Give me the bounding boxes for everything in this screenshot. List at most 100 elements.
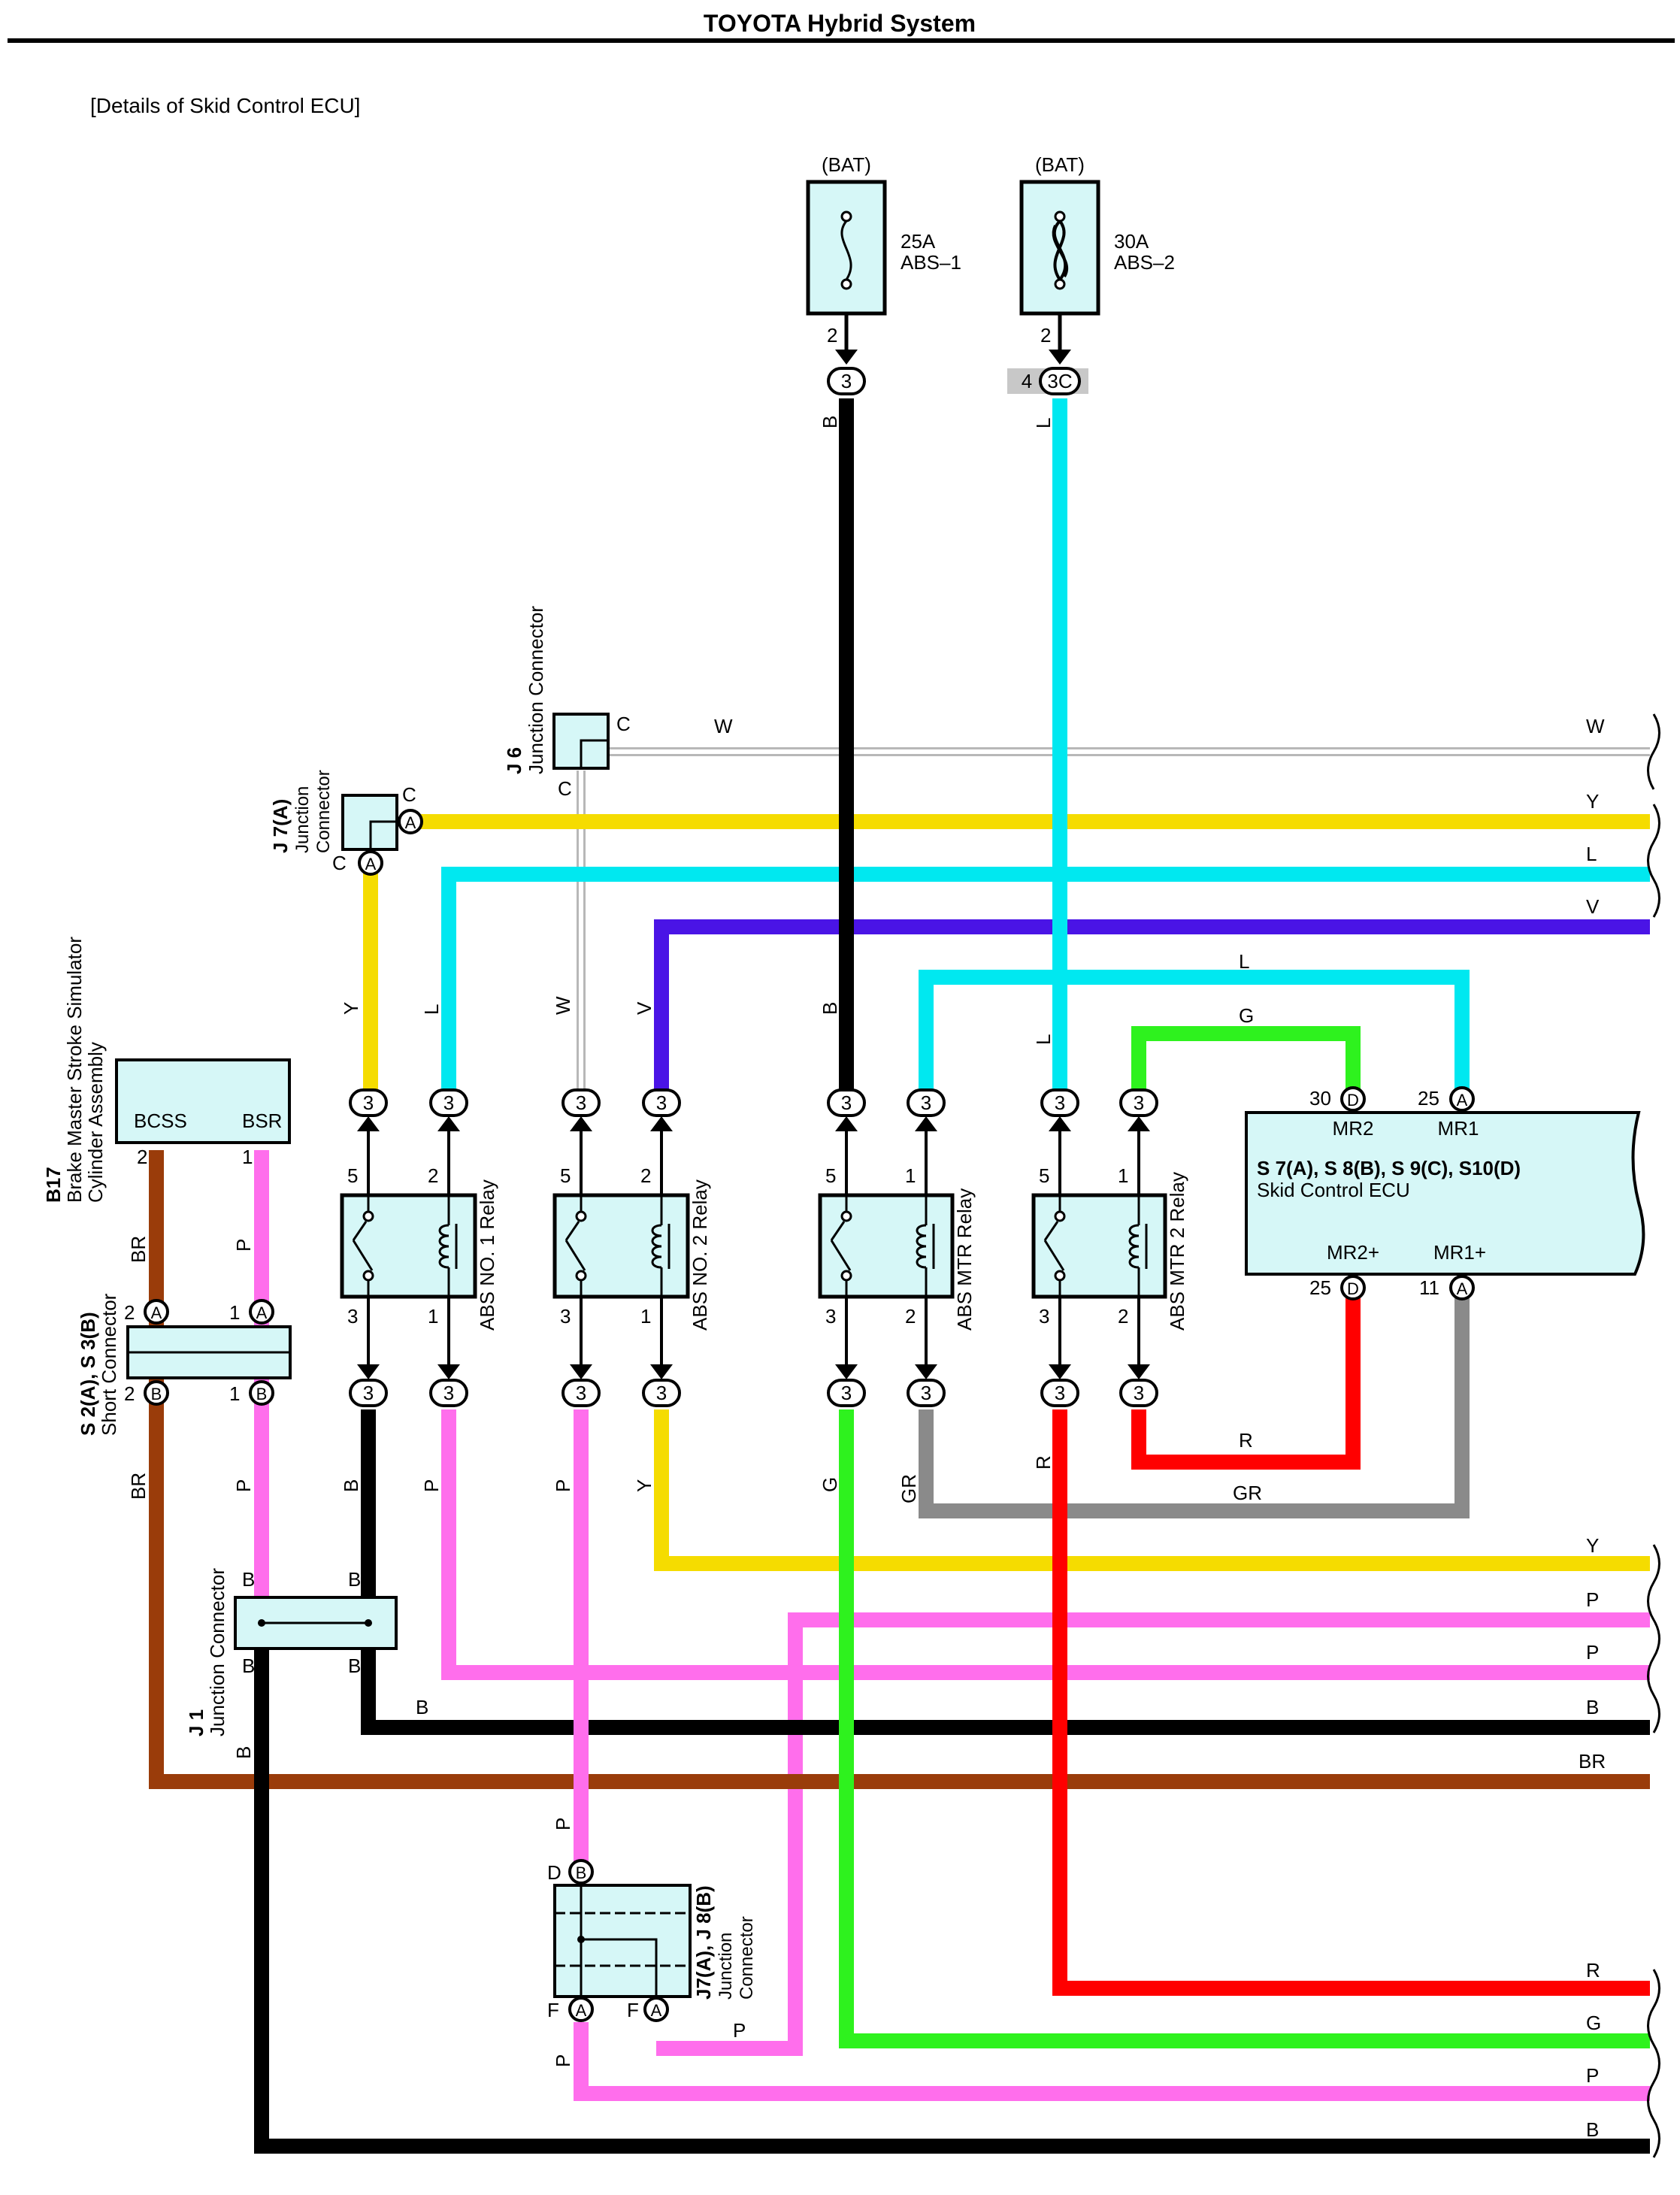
connector-3-bottom: 3 bbox=[642, 1379, 681, 1407]
j7a-name: Junction bbox=[292, 786, 313, 853]
wire-label: B bbox=[819, 1002, 841, 1015]
relay-pin: 3 bbox=[825, 1305, 836, 1328]
svg-text:2: 2 bbox=[124, 1382, 135, 1405]
wire-y-bottom bbox=[654, 1409, 1650, 1571]
connector-3c bbox=[1039, 367, 1081, 395]
wire-v bbox=[654, 919, 1650, 1098]
relay-switch-icon bbox=[830, 1195, 852, 1297]
wire-label: P bbox=[420, 1479, 443, 1492]
svg-text:C: C bbox=[616, 713, 631, 735]
connector-3-bottom: 3 bbox=[429, 1379, 468, 1407]
svg-text:A: A bbox=[151, 1303, 162, 1322]
relay-pin: 1 bbox=[1118, 1164, 1128, 1187]
connector-3-top: 3 bbox=[642, 1088, 681, 1117]
wire-label: P bbox=[1586, 2064, 1599, 2087]
fuse-rating: 25A bbox=[901, 230, 936, 253]
connector-number: 3 bbox=[656, 1382, 667, 1404]
fuse-abs2: (BAT) 30A ABS–2 2 4 3C bbox=[1007, 153, 1175, 395]
wire-label: P bbox=[552, 2054, 574, 2067]
relay-coil-icon bbox=[651, 1195, 670, 1297]
b17-name-1: Brake Master Stroke Simulator bbox=[63, 937, 86, 1203]
svg-text:MR2+: MR2+ bbox=[1327, 1241, 1379, 1264]
arrow-down-icon bbox=[1128, 1364, 1150, 1379]
b17-name-2: Cylinder Assembly bbox=[84, 1042, 107, 1203]
svg-text:C: C bbox=[402, 783, 416, 806]
wire-b-bottom bbox=[254, 1646, 1650, 2154]
svg-text:2: 2 bbox=[124, 1301, 135, 1324]
connector-3-top: 3 bbox=[349, 1088, 388, 1117]
wire-label: B bbox=[232, 1746, 255, 1759]
wire-r-long bbox=[1052, 1409, 1650, 1996]
wire-label: L bbox=[1032, 418, 1055, 428]
wire-label: P bbox=[552, 1479, 574, 1492]
relay-pin: 2 bbox=[905, 1305, 916, 1328]
wire-label: L bbox=[1586, 843, 1597, 865]
connector-3-top: 3 bbox=[827, 1088, 866, 1117]
wire-label: Y bbox=[1586, 790, 1599, 813]
svg-text:D: D bbox=[1347, 1279, 1359, 1298]
svg-text:1: 1 bbox=[242, 1146, 253, 1168]
wire-label: B bbox=[1586, 2118, 1599, 2141]
wire-p-lower bbox=[574, 2022, 1650, 2101]
arrow-down-icon bbox=[570, 1364, 592, 1379]
relay-pin: 2 bbox=[640, 1164, 651, 1187]
wire-l-top bbox=[441, 867, 1650, 1098]
wire-label: R bbox=[1032, 1455, 1055, 1470]
b17-code: B17 bbox=[42, 1167, 65, 1203]
svg-text:BCSS: BCSS bbox=[134, 1110, 187, 1132]
fuse-pin: 2 bbox=[1040, 324, 1051, 347]
fuse-source: (BAT) bbox=[1035, 153, 1085, 176]
wire-label: B bbox=[1586, 1696, 1599, 1718]
connector-number: 3 bbox=[443, 1382, 454, 1404]
short-connector: A 2 A 1 B 2 B 1 S 2(A), S 3(B) Short Con… bbox=[77, 1293, 292, 1436]
wire-p-upper bbox=[656, 1612, 1650, 2056]
wire-label: GR bbox=[1233, 1482, 1262, 1504]
svg-text:F: F bbox=[627, 1999, 639, 2021]
svg-text:A: A bbox=[365, 855, 377, 873]
relay-pin: 5 bbox=[825, 1164, 836, 1187]
wire-label: BR bbox=[127, 1236, 150, 1263]
arrow-down-icon bbox=[437, 1364, 460, 1379]
wire-label: B bbox=[340, 1479, 362, 1492]
connector-number: 3 bbox=[921, 1091, 931, 1114]
fuse-name: ABS–1 bbox=[901, 251, 961, 274]
relay-name: ABS MTR 2 Relay bbox=[1166, 1172, 1188, 1331]
skid-control-ecu: S 7(A), S 8(B), S 9(C), S10(D) Skid Cont… bbox=[1245, 1086, 1645, 1300]
wire-label: Y bbox=[633, 1479, 655, 1492]
arrow-down-icon bbox=[1049, 350, 1071, 365]
wire-g-mr2 bbox=[1131, 1026, 1361, 1098]
fusible-link-icon bbox=[1052, 210, 1068, 290]
relay-pin: 5 bbox=[347, 1164, 358, 1187]
svg-text:30: 30 bbox=[1309, 1087, 1331, 1110]
relay-coil-icon bbox=[438, 1195, 458, 1297]
ecu-name: Skid Control ECU bbox=[1257, 1179, 1410, 1201]
wire-label: GR bbox=[898, 1474, 920, 1503]
fuse-abs1: (BAT) 25A ABS–1 2 3 bbox=[806, 153, 961, 395]
relay-coil-icon bbox=[916, 1195, 935, 1297]
svg-text:B: B bbox=[242, 1568, 255, 1591]
ecu-code: S 7(A), S 8(B), S 9(C), S10(D) bbox=[1257, 1157, 1521, 1179]
wire-p-relay1 bbox=[441, 1409, 1650, 1680]
arrow-down-icon bbox=[835, 1364, 858, 1379]
relay-pin: 3 bbox=[560, 1305, 571, 1328]
j7a-j8b-code: J7(A), J 8(B) bbox=[692, 1885, 715, 2000]
wire-label: P bbox=[232, 1479, 255, 1492]
wire-label: V bbox=[633, 1001, 655, 1015]
svg-text:4: 4 bbox=[1022, 370, 1032, 392]
arrow-up-icon bbox=[650, 1116, 673, 1131]
connector-number: 3 bbox=[363, 1382, 374, 1404]
wire-label: Y bbox=[1586, 1534, 1599, 1557]
j1-name: Junction Connector bbox=[206, 1568, 229, 1736]
arrow-up-icon bbox=[570, 1116, 592, 1131]
wire-gr-mr1plus bbox=[919, 1293, 1470, 1518]
wire-label: P bbox=[733, 2019, 746, 2042]
relay-switch-icon bbox=[1043, 1195, 1066, 1297]
arrow-up-icon bbox=[357, 1116, 380, 1131]
connector-number: 3 bbox=[1055, 1382, 1065, 1404]
wire-label: W bbox=[714, 715, 733, 737]
svg-text:B: B bbox=[151, 1385, 162, 1403]
j7a-j8b-name: Connector bbox=[737, 1916, 757, 2000]
